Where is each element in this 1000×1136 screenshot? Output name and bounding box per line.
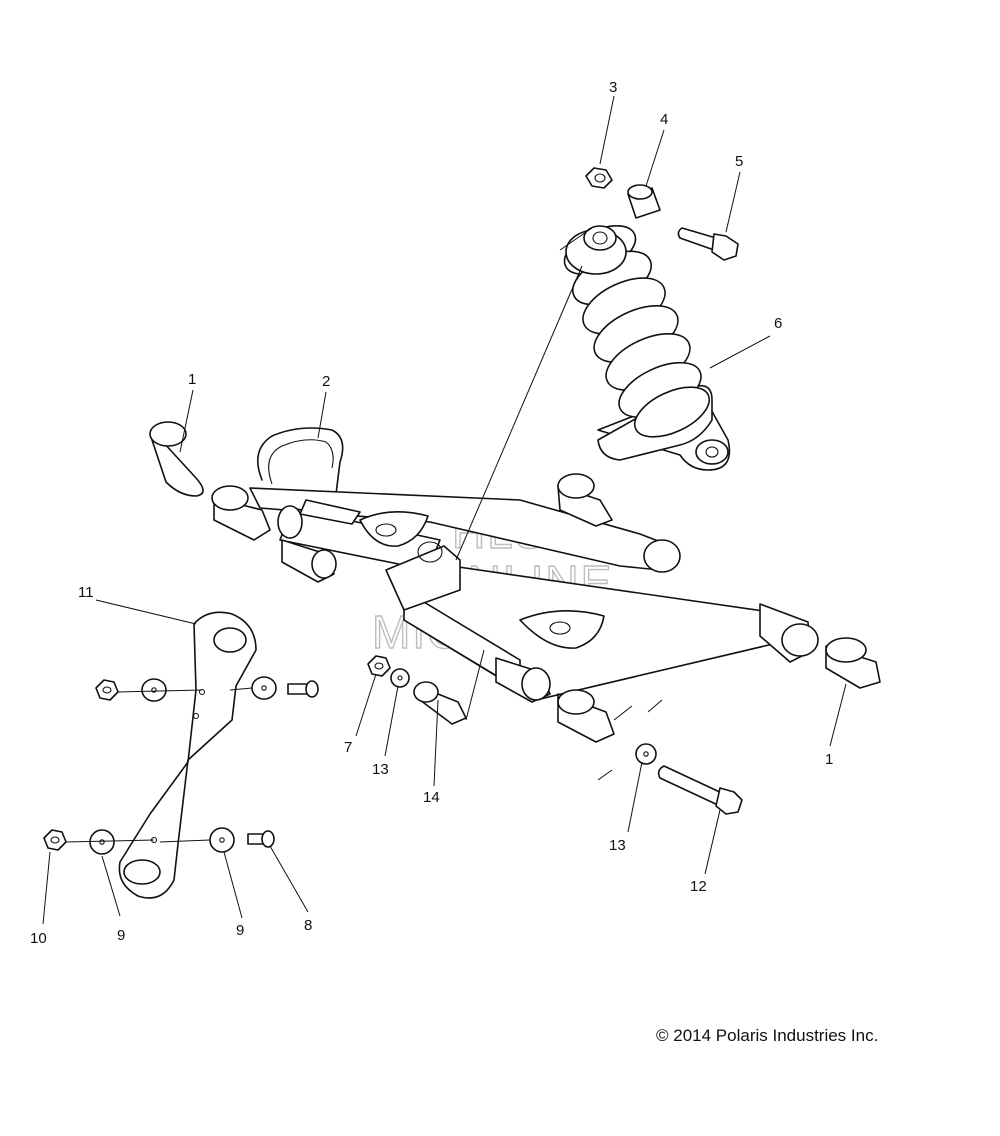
copyright-notice: © 2014 Polaris Industries Inc. <box>656 1026 879 1045</box>
callout-12: 12 <box>690 878 707 895</box>
callout-11: 11 <box>78 584 94 601</box>
bolt-5 <box>677 227 739 261</box>
callout-13-right: 13 <box>609 837 626 854</box>
washer-9-lower-left <box>89 829 115 855</box>
link-arm <box>118 611 257 899</box>
callout-13-left: 13 <box>372 761 389 778</box>
sleeve-14 <box>413 681 467 725</box>
bushing-4 <box>627 184 661 219</box>
washer-9-lower-right <box>209 827 235 853</box>
callout-7: 7 <box>344 739 352 756</box>
washer-9-upper-left <box>141 678 167 702</box>
callout-1-right: 1 <box>825 751 833 768</box>
washer-13-left <box>390 668 410 688</box>
a-arm <box>249 427 681 573</box>
callout-4: 4 <box>660 111 668 128</box>
callouts: 3 4 5 6 1 2 11 7 13 14 1 13 12 10 9 9 8 <box>30 79 833 947</box>
nut-10-upper <box>95 679 119 701</box>
bushing-1-mid-left <box>211 485 271 541</box>
bushing-1-lower <box>557 689 615 743</box>
bushing-1-upper-right <box>557 473 613 527</box>
bushing-1-right <box>825 637 881 689</box>
washer-9-upper-right <box>251 676 277 700</box>
callout-9-left: 9 <box>117 927 125 944</box>
leader-lines <box>42 95 847 925</box>
pin-8-lower <box>247 830 275 848</box>
callout-2: 2 <box>322 373 330 390</box>
bushing-1-upper-left <box>149 421 204 497</box>
callout-9-right: 9 <box>236 922 244 939</box>
callout-1-upper: 1 <box>188 371 196 388</box>
nut-7 <box>367 655 391 677</box>
shock-absorber <box>563 224 731 471</box>
nut-10-lower <box>43 829 67 851</box>
pin-8-upper <box>287 680 319 698</box>
callout-10: 10 <box>30 930 47 947</box>
washer-13-right <box>635 743 657 765</box>
bushing-1-lower-mid <box>495 657 551 703</box>
nut-3 <box>585 167 613 189</box>
callout-14: 14 <box>423 789 440 806</box>
callout-5: 5 <box>735 153 743 170</box>
callout-6: 6 <box>774 315 782 332</box>
bolt-12 <box>657 765 743 815</box>
callout-3: 3 <box>609 79 617 96</box>
bushing-1-center <box>281 539 337 583</box>
callout-8: 8 <box>304 917 312 934</box>
